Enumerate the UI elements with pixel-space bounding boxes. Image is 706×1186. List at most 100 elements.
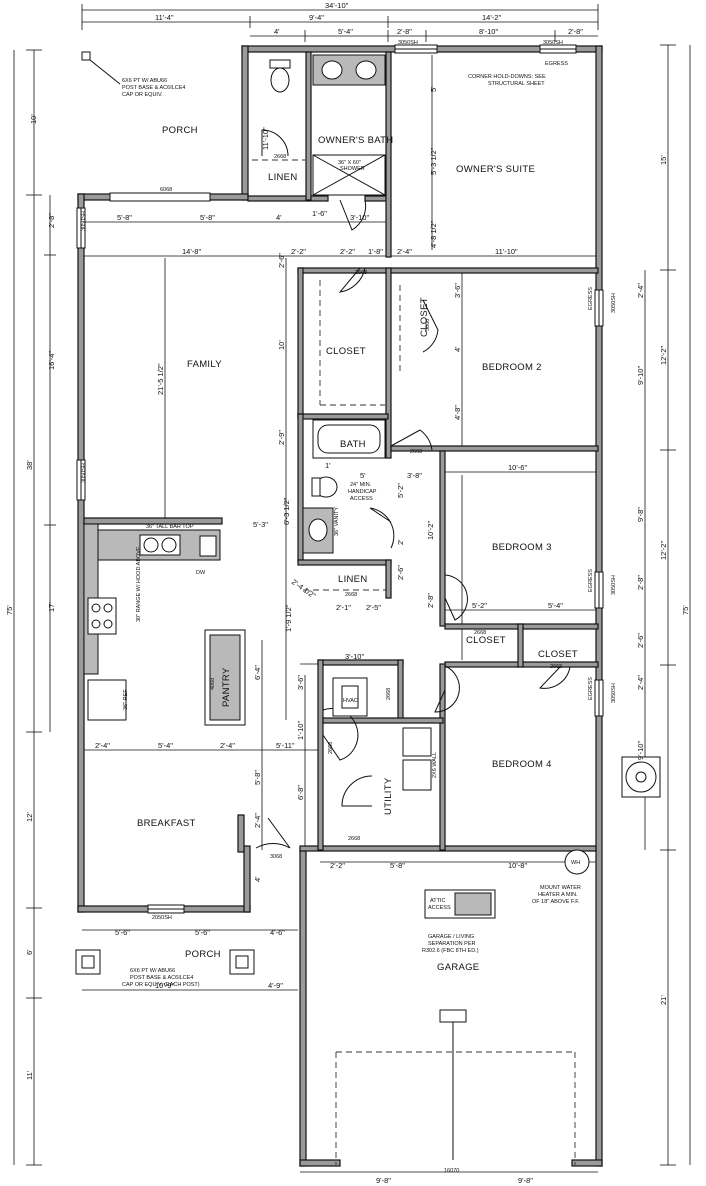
door-label: 2668 [474,630,486,636]
ref-label: 36" REF [123,689,129,710]
door-label: 2668 [550,664,562,670]
attic-note-1: ATTIC [430,898,446,904]
door-label: 2668 [386,688,392,700]
dim-label: 5'-4" [548,601,563,610]
dim-label: 2'-4 1/2" [290,577,318,600]
dim-label: 2'-4" [95,741,110,750]
corner-note-1: CORNER HOLD-DOWNS: SEE [468,74,546,80]
wh-note-3: OF 18" ABOVE F.F. [532,899,580,905]
post-bot-note-2: POST BASE & AC6ILCE4 [130,975,193,981]
dim-label: 9'-4" [309,13,324,22]
door-label: 5068 [425,319,431,331]
garage-sep-note-1: GARAGE / LIVING [428,934,474,940]
egress-top-label: EGRESS [545,61,568,67]
dim-label: 4'-8 1/2" [429,220,438,248]
room-labels: PORCH OWNER'S SUITE OWNER'S BATH LINEN F… [137,125,578,973]
attic-note-2: ACCESS [428,905,451,911]
dim-label: 10' [29,114,38,124]
dim-label: 6'-8" [296,785,305,800]
dim-label: 3'-8" [407,471,422,480]
dim-label: 1' [325,461,331,470]
door-label: 2668 [345,592,357,598]
closet-v-label: CLOSET [419,297,430,337]
dim-label: 4'-6" [270,928,285,937]
dim-label: 5'-3" [253,520,268,529]
door-label: 2668 [410,449,422,455]
dim-label: 2'-2" [291,247,306,256]
linen-owner-label: LINEN [268,172,297,183]
porch-top-label: PORCH [162,125,198,136]
pantry-label: PANTRY [221,667,232,707]
door-label: 2668 [274,154,286,160]
dim-label: 5' [429,86,438,92]
dim-label: 75' [5,605,14,615]
dim-label: 14'-8" [182,247,201,256]
dimension-lines [13,4,691,1173]
closet-main-label: CLOSET [326,346,366,357]
dim-label: 3'-10" [350,213,369,222]
dim-label: 10'-6" [508,463,527,472]
shower-note-1: 36" X 60" [338,160,361,166]
bartop-note: 36" TALL BAR TOP [146,524,194,530]
wh-note-2: HEATER A MIN. [538,892,578,898]
dim-label: 2'-8" [397,27,412,36]
garage-sep-note-3: R302.6 (FBC 8TH ED.) [422,948,479,954]
post-top-note-1: 6X6 PT W/ ABU66 [122,78,167,84]
dim-label: 10'-9" [155,981,174,990]
window-label: 3050SH [611,683,617,703]
dim-label: 3'-6" [296,675,305,690]
dim-label: 6'-4" [253,665,262,680]
dim-label: 2'-9" [277,430,286,445]
dim-label: 2'-8" [426,593,435,608]
garage-label: GARAGE [437,962,479,973]
window-label: 3050SH [81,211,87,231]
dim-label: 4' [253,876,262,882]
closet-b4-label: CLOSET [538,649,578,660]
egress-b4-label: EGRESS [588,677,594,700]
dim-label: 5'-2" [396,483,405,498]
dim-label: 2'-4" [220,741,235,750]
utility-label: UTILITY [383,777,394,815]
porch-bottom-label: PORCH [185,949,221,960]
dim-label: 6' [25,949,34,955]
dim-label: 38' [25,460,34,470]
window-label: 3050SH [611,575,617,595]
dim-label: 11'-10" [495,247,518,256]
window-label: 3050SH [398,40,418,46]
dim-label: 2' [396,539,405,545]
dim-label: 1'-10" [296,721,305,740]
dim-label: 9'-10" [636,366,645,385]
dim-label: 2'-4" [253,813,262,828]
dim-label: 2'-6" [636,633,645,648]
dim-label: 5'-6" [115,928,130,937]
dim-label: 12' [25,812,34,822]
family-label: FAMILY [187,359,222,370]
range-label: 30" RANGE W/ HOOD ABOVE [136,546,142,622]
dim-label: 6'-3 1/2" [282,497,291,525]
egress-b3-label: EGRESS [588,569,594,592]
dim-label: 5'-8" [390,861,405,870]
wh-label: WH [571,860,580,866]
dim-label: 17' [47,602,56,612]
handicap-note-1: 24" MIN. [350,482,372,488]
dim-label: 4' [276,213,282,222]
dim-label: 14'-2" [482,13,501,22]
dim-label: 4' [453,346,462,352]
door-label: 2668 [348,836,360,842]
dim-label: 11'-10" [261,127,270,150]
owners-suite-label: OWNER'S SUITE [456,164,535,175]
shower-note-2: SHOWER [340,166,365,172]
dim-label: 10'-2" [426,521,435,540]
corner-note-2: STRUCTURAL SHEET [488,81,545,87]
dim-label: 5'-6" [195,928,210,937]
dim-label: 2'-2" [340,247,355,256]
dim-label: 10' [277,340,286,350]
fixtures [75,51,661,1165]
window-label: 2050SH [152,915,172,921]
dim-label: 15' [659,155,668,165]
door-label: 2668 [328,742,334,754]
dim-label: 5'-8" [117,213,132,222]
door-label: 16070 [444,1168,459,1174]
dim-label: 2'-6" [277,253,286,268]
dim-label: 21' [659,995,668,1005]
